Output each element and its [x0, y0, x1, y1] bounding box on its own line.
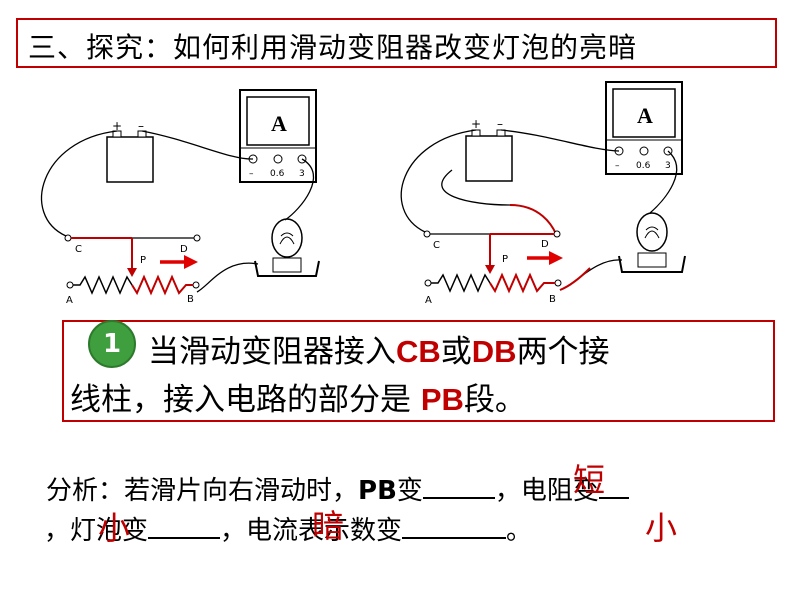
text-or: 或	[440, 334, 472, 370]
answer-resistance: 小	[98, 509, 131, 547]
terminal-a: A	[425, 295, 432, 306]
analysis-part4: ，灯泡变	[44, 516, 149, 546]
ammeter-icon: A – 0.6 3	[605, 81, 683, 175]
blank-pb-change[interactable]	[422, 475, 495, 499]
analysis-part3: ，电阻变	[494, 476, 599, 506]
text-d: 段。	[463, 382, 526, 418]
right-arrow-icon	[160, 255, 198, 269]
circuit-left: + – A – 0.6 3 C D	[41, 89, 320, 306]
battery-icon: + –	[465, 117, 513, 182]
battery-minus: –	[138, 119, 144, 133]
cb-label: CB	[396, 334, 441, 369]
ammeter-terminal-3: 3	[665, 161, 671, 171]
point-1-line-1: 当滑动变阻器接入CB或DB两个接	[148, 326, 610, 371]
terminal-b: B	[549, 294, 556, 305]
analysis-line-2: ，灯泡变 ，电流表示数变 。	[44, 510, 532, 547]
terminal-a: A	[66, 295, 73, 306]
text-b: 两个接	[516, 334, 610, 370]
db-label: DB	[471, 334, 517, 369]
right-arrow-icon	[527, 251, 563, 265]
text-c: 线柱，接入电路的部分是	[70, 382, 421, 418]
ammeter-terminal-3: 3	[299, 169, 305, 179]
slide-title: 三、探究：如何利用滑动变阻器改变灯泡的亮暗	[28, 31, 638, 64]
slider-p: P	[502, 254, 508, 265]
terminal-c: C	[75, 244, 82, 255]
bulb-icon	[254, 218, 320, 277]
point-1-box: 1 当滑动变阻器接入CB或DB两个接 线柱，接入电路的部分是 PB段。	[62, 320, 775, 422]
terminal-b: B	[187, 294, 194, 305]
terminal-d: D	[541, 239, 549, 250]
analysis-line-1: 分析：若滑片向右滑动时，PB变 ，电阻变	[46, 470, 629, 507]
answer-current: 小	[645, 509, 678, 547]
battery-icon: + –	[106, 119, 154, 183]
analysis-part1: 分析：若滑片向右滑动时，	[46, 476, 359, 506]
ammeter-icon: A – 0.6 3	[239, 89, 317, 183]
analysis-part5: ，电流表示数变	[220, 516, 403, 546]
analysis-part6: 。	[506, 516, 533, 546]
point-1-line-2: 线柱，接入电路的部分是 PB段。	[70, 374, 526, 419]
title-box: 三、探究：如何利用滑动变阻器改变灯泡的亮暗	[16, 18, 777, 68]
ammeter-terminal-neg: –	[249, 169, 254, 179]
blank-current[interactable]	[402, 515, 507, 539]
battery-minus: –	[497, 117, 503, 131]
answer-pb-change: 短	[573, 461, 606, 499]
circuit-diagrams: + – A – 0.6 3 C D	[41, 81, 686, 306]
slider-p: P	[140, 255, 146, 266]
answer-bulb: 暗	[312, 507, 345, 545]
blank-resistance[interactable]	[598, 475, 629, 499]
terminal-d: D	[180, 244, 188, 255]
point-number-badge: 1	[88, 320, 136, 368]
analysis-pb: PB	[358, 476, 397, 506]
ammeter-label: A	[637, 103, 653, 128]
ammeter-terminal-06: 0.6	[636, 161, 651, 171]
ammeter-terminal-neg: –	[615, 161, 620, 171]
terminal-c: C	[433, 240, 440, 251]
ammeter-label: A	[271, 111, 287, 136]
bulb-icon	[618, 212, 686, 273]
text-a: 当滑动变阻器接入	[148, 334, 396, 370]
battery-plus: +	[112, 119, 122, 133]
ammeter-terminal-06: 0.6	[270, 169, 285, 179]
circuit-right: + – A – 0.6 3 C	[400, 81, 686, 306]
battery-plus: +	[471, 117, 481, 131]
analysis-part2: 变	[396, 476, 423, 506]
pb-label: PB	[420, 382, 464, 417]
blank-bulb[interactable]	[148, 515, 221, 539]
